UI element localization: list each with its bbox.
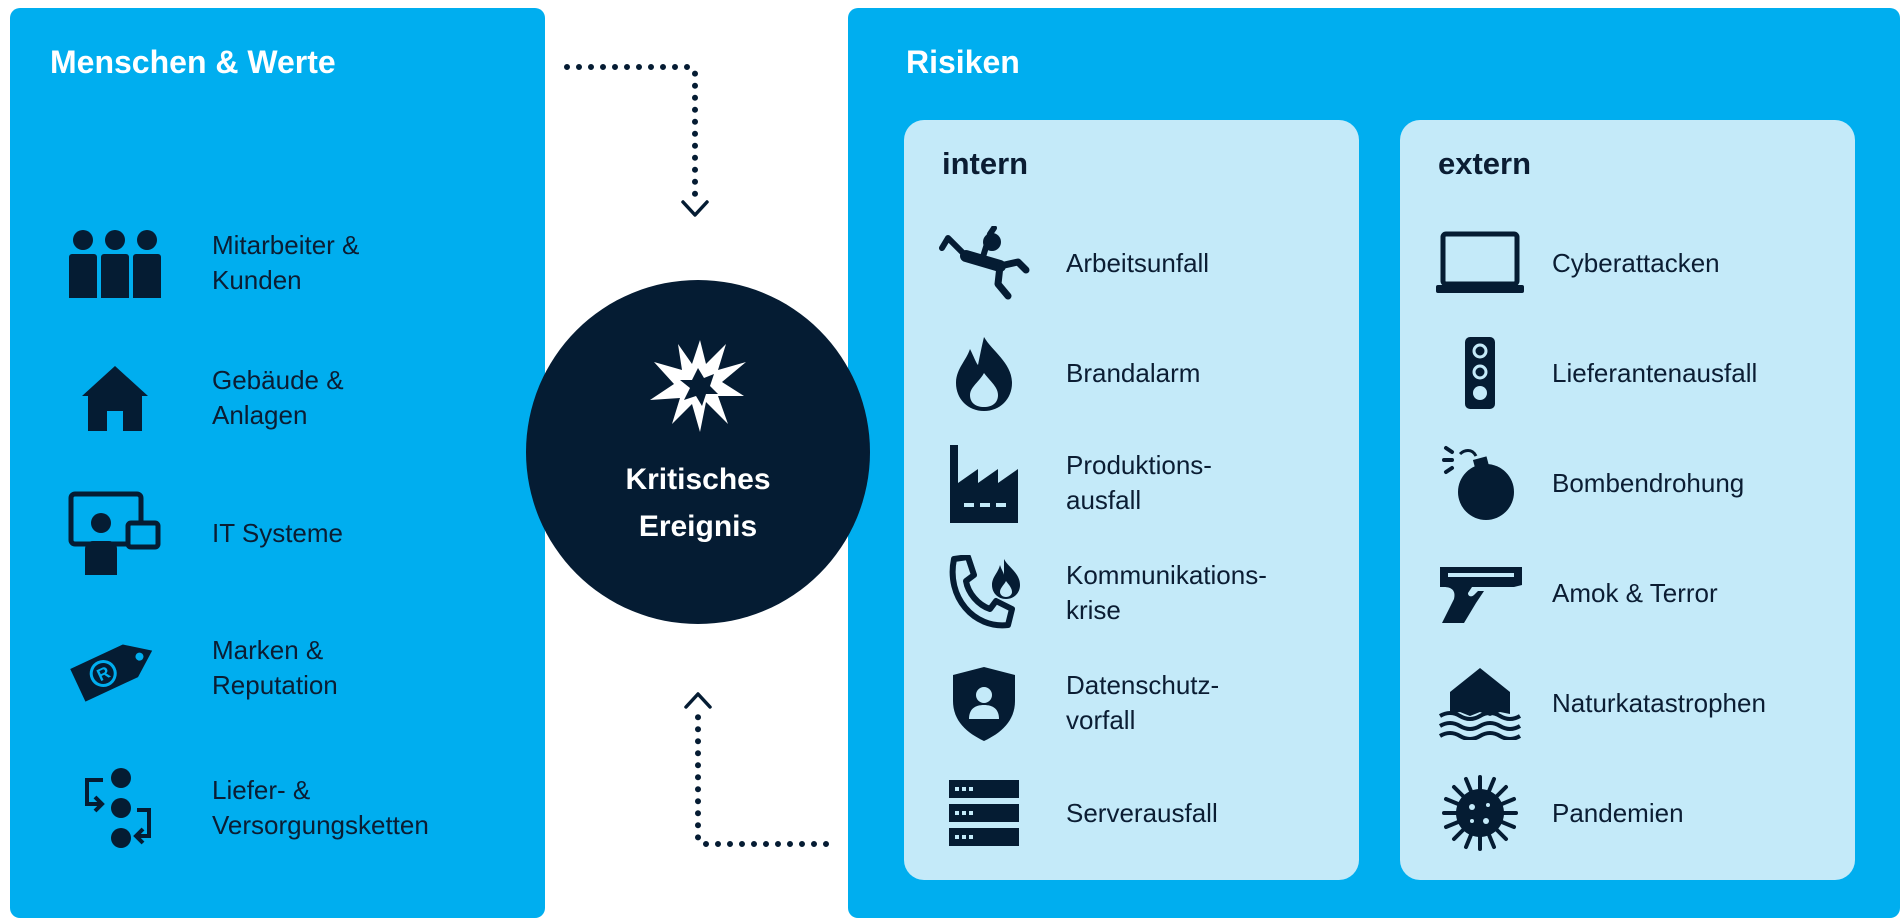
risk-item: Serverausfall — [904, 763, 1359, 863]
asset-label: Gebäude & Anlagen — [212, 365, 344, 430]
risk-label: Kommunikations- krise — [1066, 560, 1267, 625]
risk-label: Pandemien — [1552, 797, 1684, 828]
house-icon — [60, 348, 170, 448]
asset-label: Liefer- & Versorgungsketten — [212, 775, 429, 840]
critical-event-label: Kritisches Ereignis — [625, 463, 771, 543]
factory-icon — [934, 433, 1034, 533]
falling-person-icon — [934, 213, 1034, 313]
internal-risks-panel: intern Arbeitsunfall — [904, 120, 1359, 880]
risk-label: Cyberattacken — [1552, 247, 1720, 278]
pistol-icon — [1430, 543, 1530, 643]
risk-item: Datenschutz- vorfall — [904, 653, 1359, 753]
risk-label: Serverausfall — [1066, 797, 1218, 828]
asset-item-supply-chain: Liefer- & Versorgungsketten — [10, 758, 545, 858]
risk-item: Naturkatastrophen — [1400, 653, 1855, 753]
flame-icon — [934, 323, 1034, 423]
risk-item: Produktions- ausfall — [904, 433, 1359, 533]
risk-item: Bombendrohung — [1400, 433, 1855, 533]
shield-person-icon — [934, 653, 1034, 753]
asset-item-buildings: Gebäude & Anlagen — [10, 348, 545, 448]
top-arrow — [564, 64, 709, 217]
risk-label: Datenschutz- vorfall — [1066, 670, 1220, 735]
phone-fire-icon — [934, 543, 1034, 643]
risk-label: Lieferantenausfall — [1552, 357, 1758, 388]
people-values-title: Menschen & Werte — [50, 44, 336, 80]
virus-icon — [1430, 763, 1530, 863]
internal-risks-title: intern — [942, 146, 1029, 181]
explosion-icon — [650, 340, 746, 432]
external-risks-title: extern — [1438, 146, 1532, 181]
critical-event-circle: Kritisches Ereignis — [526, 280, 870, 624]
risk-item: Amok & Terror — [1400, 543, 1855, 643]
risk-item: Brandalarm — [904, 323, 1359, 423]
risk-item: Kommunikations- krise — [904, 543, 1359, 643]
asset-item-it-systems: IT Systeme — [10, 483, 545, 583]
flood-icon — [1430, 653, 1530, 753]
presentation-screen-icon — [60, 483, 170, 583]
bottom-arrow — [684, 692, 829, 847]
risk-item: Cyberattacken — [1400, 213, 1855, 313]
risk-label: Brandalarm — [1066, 357, 1201, 388]
risk-item: Lieferantenausfall — [1400, 323, 1855, 423]
server-rack-icon — [934, 763, 1034, 863]
risk-item: Pandemien — [1400, 763, 1855, 863]
asset-label: Marken & Reputation — [212, 635, 338, 700]
asset-item-employees: Mitarbeiter & Kunden — [10, 213, 545, 313]
laptop-icon — [1430, 213, 1530, 313]
people-values-panel: Menschen & Werte Mitarbeiter & Kunden Ge… — [10, 8, 545, 918]
bomb-icon — [1430, 433, 1530, 533]
supply-chain-icon — [60, 758, 170, 858]
people-icon — [60, 213, 170, 313]
risk-label: Arbeitsunfall — [1066, 247, 1210, 278]
brand-tag-icon: R — [60, 618, 170, 718]
asset-label: Mitarbeiter & Kunden — [212, 230, 360, 295]
risk-label: Bombendrohung — [1552, 467, 1745, 498]
external-risks-panel: extern Cyberattacken Lieferantenausfall — [1400, 120, 1855, 880]
risks-panel: Risiken intern Arbeitsunfall — [848, 8, 1900, 918]
risk-label: Amok & Terror — [1552, 577, 1718, 608]
risk-label: Naturkatastrophen — [1552, 687, 1766, 718]
asset-item-brand: R Marken & Reputation — [10, 618, 545, 718]
asset-label: IT Systeme — [212, 517, 344, 548]
risk-label: Produktions- ausfall — [1066, 450, 1212, 515]
risks-title: Risiken — [906, 44, 1020, 80]
risk-item: Arbeitsunfall — [904, 213, 1359, 313]
traffic-light-icon — [1430, 323, 1530, 423]
